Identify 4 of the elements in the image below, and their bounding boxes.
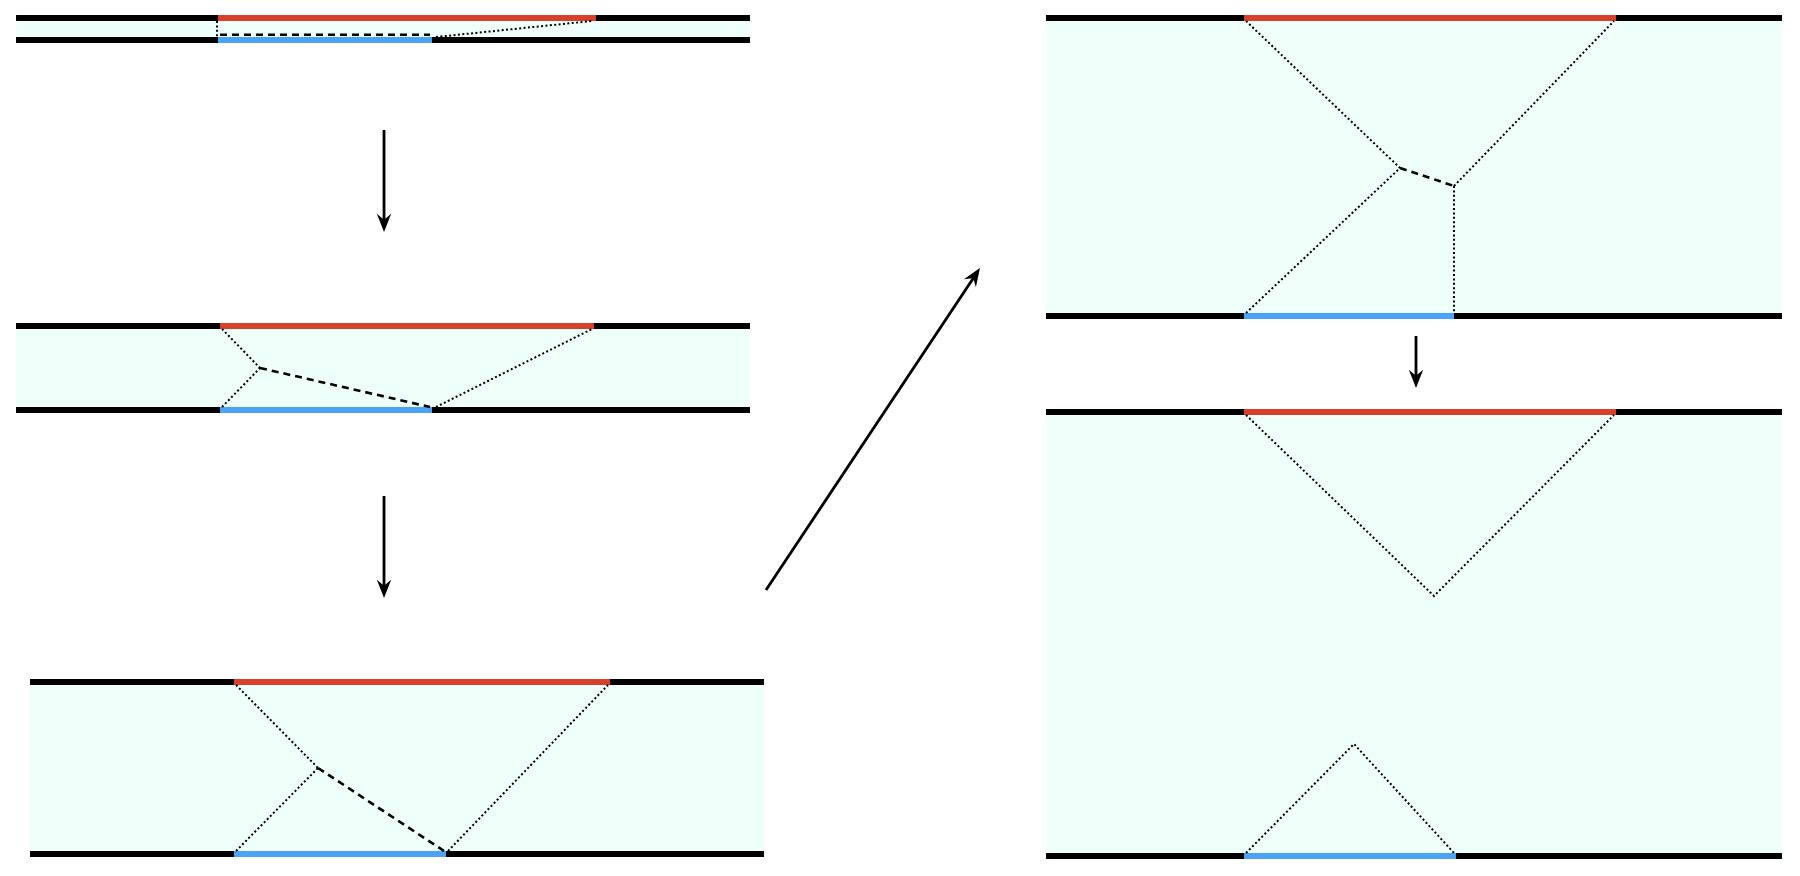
channel-band <box>16 326 750 410</box>
channel-band <box>1046 18 1782 316</box>
channel-band <box>1046 412 1782 856</box>
channel-band <box>30 682 764 854</box>
